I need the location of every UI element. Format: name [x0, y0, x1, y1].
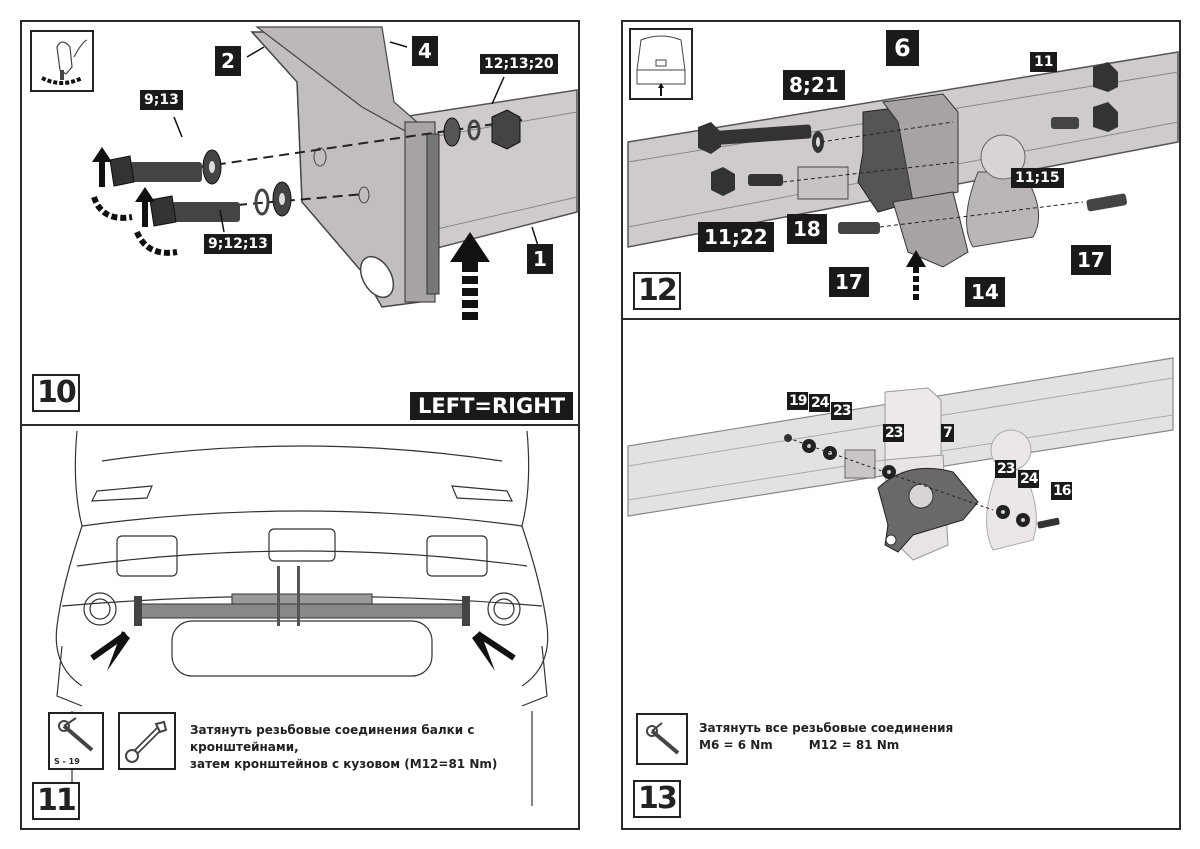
callout-parts-11-15: 11;15 [1011, 168, 1064, 188]
license-plate [268, 528, 336, 562]
nut-part-20 [491, 109, 521, 150]
step-10-panel: 2 4 12;13;20 9;13 9;12;13 1 10 LEFT=RIGH… [20, 20, 580, 426]
bolt-part-16 [1037, 517, 1060, 529]
callout-part-2: 2 [215, 46, 241, 76]
callout-parts-11-22: 11;22 [698, 222, 774, 252]
bolt-part-8 [701, 124, 812, 146]
car-rear-view-icon [629, 28, 693, 100]
step-11-illustration [55, 430, 549, 806]
pin-part-17-right [1086, 193, 1128, 212]
step-number-12: 12 [633, 272, 681, 310]
callout-part-23-middle: 23 [883, 424, 905, 442]
tow-ball-arm-14 [966, 171, 1040, 248]
callout-part-17-right: 17 [1071, 245, 1111, 275]
muffler [171, 620, 433, 677]
step-number-13: 13 [633, 780, 681, 818]
callout-part-7: 7 [941, 424, 954, 442]
step-10-illustration [91, 26, 578, 320]
callout-part-24-right: 24 [1018, 470, 1040, 488]
nut-part-11-upper [1093, 62, 1118, 92]
step-11-panel: S - 19 Затянуть резьбовые соединения бал… [20, 424, 580, 830]
step-12-illustration [627, 51, 1179, 300]
callout-part-11: 11 [1030, 52, 1058, 72]
callout-part-19: 19 [787, 392, 809, 410]
step-13-panel: 19 24 23 23 7 23 24 16 Затянуть все резь… [621, 318, 1181, 830]
socket-size-label: S - 19 [54, 757, 80, 766]
torque-wrench-icon: S - 19 [48, 712, 104, 770]
torque-m12-value: M12 = 81 Nm [808, 738, 900, 752]
callout-part-18: 18 [787, 214, 827, 244]
callout-part-1: 1 [527, 244, 553, 274]
tow-beam [136, 603, 468, 619]
nut-part-11-lower [1093, 102, 1118, 132]
callout-part-16: 16 [1051, 482, 1073, 500]
torque-m6-value: M6 = 6 Nm [699, 738, 773, 752]
callout-part-4: 4 [412, 36, 438, 66]
step-13-instruction-line1: Затянуть все резьбовые соединения [699, 721, 954, 735]
callout-parts-12-13-20: 12;13;20 [480, 54, 558, 74]
spring-washer-part-12 [254, 188, 270, 216]
step-number-11: 11 [32, 782, 80, 820]
callout-parts-9-12-13: 9;12;13 [204, 234, 272, 254]
callout-part-24-left: 24 [809, 394, 831, 412]
torque-wrench-icon [636, 713, 688, 765]
bolt-part-9-upper [130, 162, 202, 182]
callout-part-6: 6 [886, 30, 919, 66]
open-end-wrench-icon [118, 712, 176, 770]
callout-part-23-left: 23 [831, 402, 853, 420]
callout-part-17-left: 17 [829, 267, 869, 297]
step-11-instruction-line2: затем кронштейнов с кузовом (M12=81 Nm) [190, 757, 498, 771]
step-12-panel: 6 8;21 11 11;15 11;22 18 17 14 17 12 [621, 20, 1181, 320]
bracket-part-18 [797, 166, 849, 200]
step-13-instruction: Затянуть все резьбовые соединения M6 = 6… [699, 720, 953, 754]
step-11-instruction: Затянуть резьбовые соединения балки с кр… [190, 722, 578, 773]
pin-part-17-left [838, 222, 880, 234]
left-equals-right-banner: LEFT=RIGHT [410, 392, 574, 420]
callout-part-14: 14 [965, 277, 1005, 307]
bolt-part-9-lower [172, 202, 240, 222]
callout-part-23-right: 23 [995, 460, 1017, 478]
callout-parts-9-13: 9;13 [140, 90, 183, 110]
hand-tighten-icon [30, 30, 94, 92]
step-number-10: 10 [32, 374, 80, 412]
receiver-part-6 [882, 93, 959, 203]
callout-parts-8-21: 8;21 [783, 70, 845, 100]
step-11-instruction-line1: Затянуть резьбовые соединения балки с кр… [190, 723, 475, 754]
